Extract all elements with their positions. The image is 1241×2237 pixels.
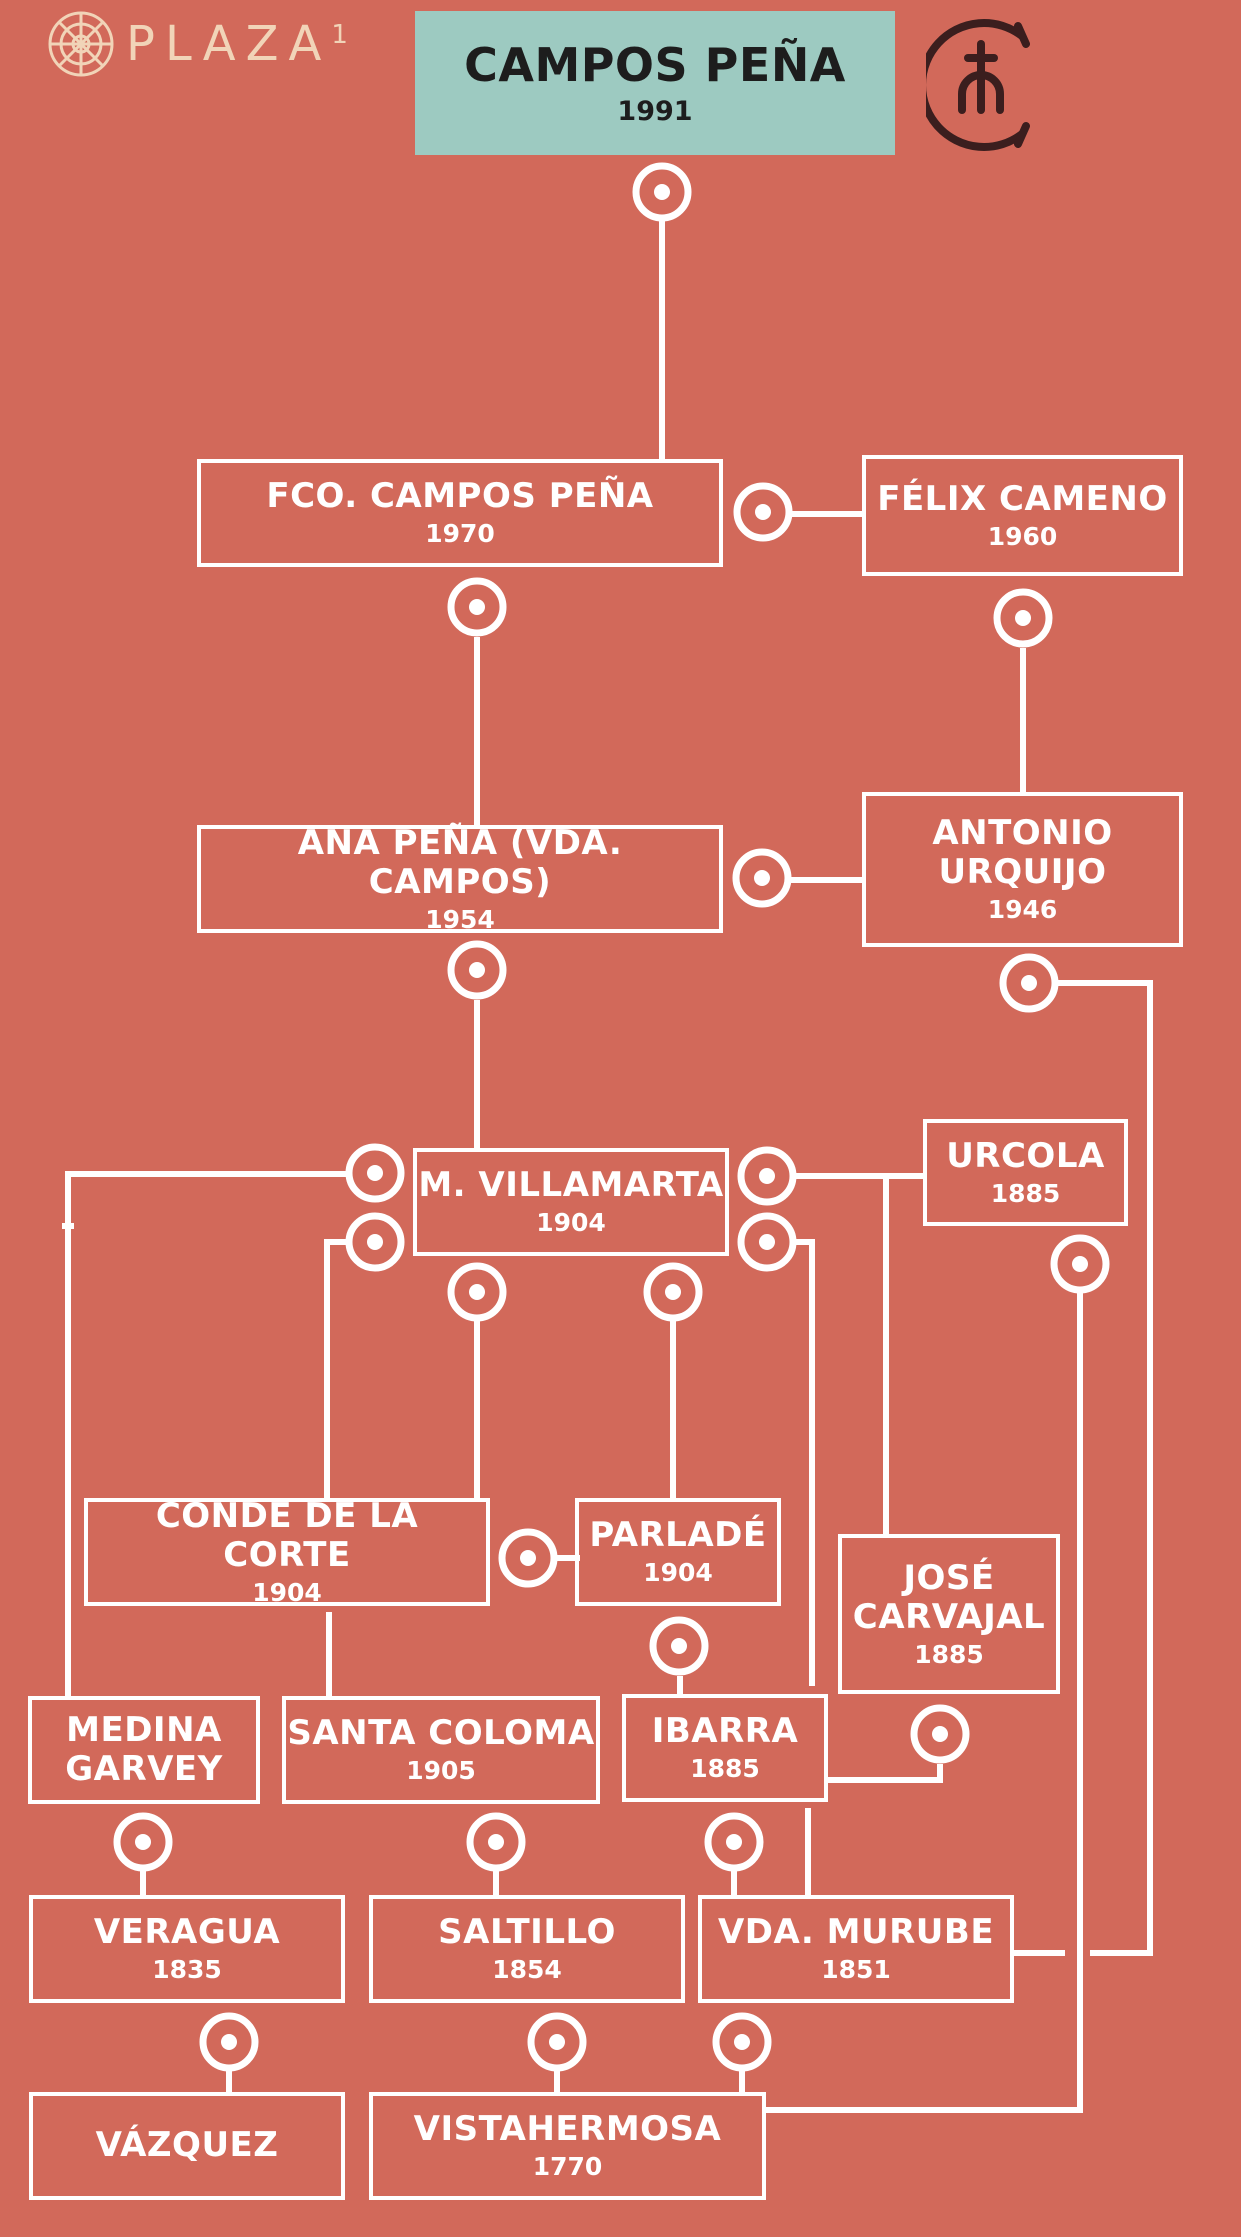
node-name-line1: JOSÉ bbox=[903, 1557, 995, 1598]
connector-dot-icon bbox=[643, 1262, 703, 1322]
node-year: 1835 bbox=[152, 1955, 222, 1985]
node-year: 1851 bbox=[821, 1955, 891, 1985]
connector-dot-icon bbox=[447, 1262, 507, 1322]
node-ana-pena: ANA PEÑA (VDA. CAMPOS) 1954 bbox=[197, 822, 723, 934]
node-name-line2: URQUIJO bbox=[938, 852, 1107, 893]
node-name: FCO. CAMPOS PEÑA bbox=[266, 476, 654, 517]
node-name: VERAGUA bbox=[93, 1912, 281, 1953]
node-name: URCOLA bbox=[946, 1135, 1105, 1176]
node-name: PARLADÉ bbox=[589, 1515, 767, 1556]
node-parlade: PARLADÉ 1904 bbox=[575, 1498, 781, 1606]
connector-dot-icon bbox=[993, 588, 1053, 648]
node-name: SALTILLO bbox=[438, 1912, 616, 1953]
node-year: 1854 bbox=[492, 1955, 562, 1985]
node-year: 1954 bbox=[425, 904, 495, 934]
node-year: 1991 bbox=[617, 95, 693, 127]
connector-dot-icon bbox=[649, 1616, 709, 1676]
node-year: 1960 bbox=[987, 521, 1058, 551]
node-urcola: URCOLA 1885 bbox=[923, 1119, 1128, 1226]
node-year: 1970 bbox=[425, 519, 495, 549]
node-saltillo: SALTILLO 1854 bbox=[369, 1895, 685, 2003]
node-year: 1904 bbox=[536, 1208, 606, 1238]
node-jose-carvajal: JOSÉ CARVAJAL 1885 bbox=[838, 1534, 1060, 1694]
node-name: CAMPOS PEÑA bbox=[464, 38, 846, 93]
node-name-line2: GARVEY bbox=[65, 1749, 223, 1789]
connector-dot-icon bbox=[199, 2012, 259, 2072]
node-veragua: VERAGUA 1835 bbox=[29, 1895, 345, 2003]
node-name: FÉLIX CAMENO bbox=[877, 478, 1168, 519]
node-name: M. VILLAMARTA bbox=[418, 1165, 724, 1206]
node-vistahermosa: VISTAHERMOSA 1770 bbox=[369, 2092, 766, 2200]
node-fco-campos-pena: FCO. CAMPOS PEÑA 1970 bbox=[197, 459, 723, 567]
node-name: ANA PEÑA (VDA. CAMPOS) bbox=[297, 822, 623, 902]
connector-dot-icon bbox=[704, 1812, 764, 1872]
connector-dot-icon bbox=[498, 1528, 558, 1588]
node-vazquez: VÁZQUEZ bbox=[29, 2092, 345, 2200]
node-santa-coloma: SANTA COLOMA 1905 bbox=[282, 1696, 600, 1804]
connector-dot-icon bbox=[345, 1143, 405, 1203]
node-name: VDA. MURUBE bbox=[717, 1912, 995, 1953]
connector-dot-icon bbox=[466, 1812, 526, 1872]
node-antonio-urquijo: ANTONIO URQUIJO 1946 bbox=[862, 792, 1183, 947]
node-conde-de-la-corte: CONDE DE LA CORTE 1904 bbox=[84, 1495, 490, 1607]
connector-dot-icon bbox=[447, 577, 507, 637]
node-year: 1770 bbox=[532, 2152, 603, 2182]
node-name: CONDE DE LA CORTE bbox=[155, 1495, 419, 1575]
connector-dot-icon bbox=[527, 2012, 587, 2072]
node-felix-cameno: FÉLIX CAMENO 1960 bbox=[862, 455, 1183, 576]
node-m-villamarta: M. VILLAMARTA 1904 bbox=[413, 1148, 729, 1256]
node-name: VISTAHERMOSA bbox=[413, 2109, 722, 2150]
node-medina-garvey: MEDINA GARVEY bbox=[28, 1696, 260, 1804]
node-year: 1885 bbox=[914, 1639, 984, 1669]
node-name: SANTA COLOMA bbox=[287, 1713, 595, 1754]
node-year: 1885 bbox=[990, 1178, 1061, 1208]
node-name-line1: ANTONIO bbox=[932, 813, 1113, 854]
connector-dot-icon bbox=[113, 1812, 173, 1872]
node-year: 1885 bbox=[690, 1754, 760, 1784]
node-name-line2: CARVAJAL bbox=[852, 1596, 1046, 1637]
connector-dot-icon bbox=[737, 1212, 797, 1272]
connector-dot-icon bbox=[345, 1212, 405, 1272]
connector-dot-icon bbox=[1050, 1234, 1110, 1294]
node-year: 1946 bbox=[987, 895, 1058, 925]
node-vda-murube: VDA. MURUBE 1851 bbox=[698, 1895, 1014, 2003]
rosette-icon bbox=[48, 11, 114, 77]
plaza1-logo: PLAZA1 bbox=[46, 6, 348, 82]
node-campos-pena: CAMPOS PEÑA 1991 bbox=[415, 11, 895, 155]
ganaderia-brand-icon bbox=[926, 19, 1030, 151]
logo-superscript: 1 bbox=[331, 20, 348, 50]
connector-dot-icon bbox=[733, 482, 793, 542]
connector-dot-icon bbox=[999, 953, 1059, 1013]
node-year: 1904 bbox=[643, 1558, 713, 1588]
node-year: 1905 bbox=[406, 1756, 476, 1786]
node-name-line1: MEDINA bbox=[66, 1709, 222, 1750]
connector-dot-icon bbox=[737, 1146, 797, 1206]
connector-dot-icon bbox=[732, 848, 792, 908]
connector-dot-icon bbox=[447, 940, 507, 1000]
node-name: IBARRA bbox=[651, 1711, 799, 1752]
node-ibarra: IBARRA 1885 bbox=[622, 1694, 828, 1802]
connector-dot-icon bbox=[910, 1704, 970, 1764]
connector-dot-icon bbox=[632, 162, 692, 222]
node-year: 1904 bbox=[252, 1577, 322, 1607]
logo-text: PLAZA1 bbox=[126, 16, 348, 72]
connector-dot-icon bbox=[712, 2012, 772, 2072]
node-name: VÁZQUEZ bbox=[95, 2125, 279, 2166]
